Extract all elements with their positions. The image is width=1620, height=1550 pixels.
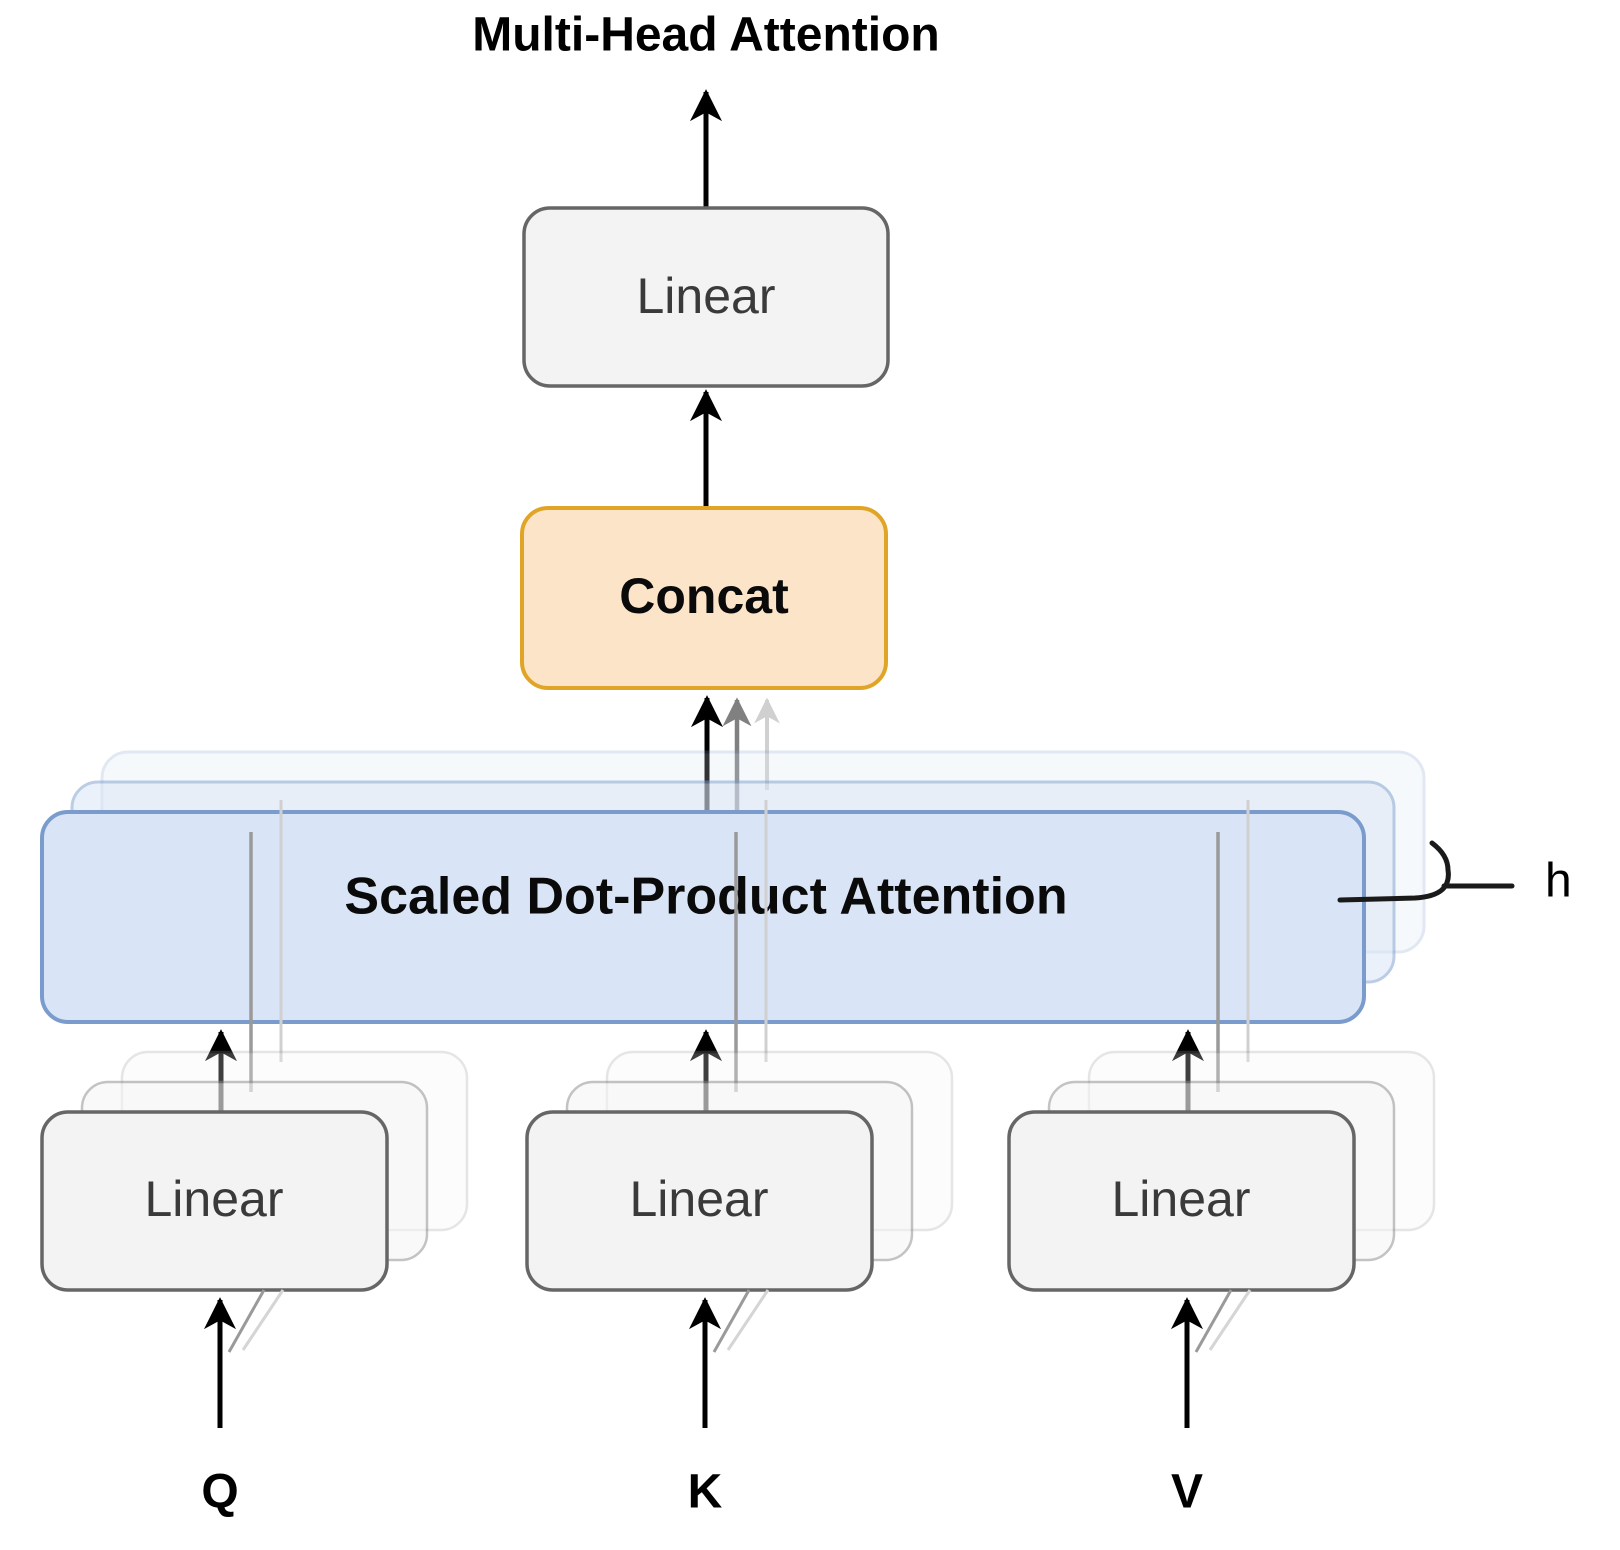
concat-box[interactable] bbox=[520, 506, 888, 690]
arrow-q-branch-2 bbox=[227, 1289, 266, 1353]
linear-q-box-layer-1[interactable] bbox=[40, 1110, 389, 1292]
linear-q-label: Linear bbox=[145, 1171, 284, 1227]
arrow-q-branch-3 bbox=[241, 1289, 285, 1351]
page-title: Multi-Head Attention bbox=[472, 9, 939, 62]
node-linear-q-stack[interactable]: Linear bbox=[40, 1050, 469, 1292]
attention-box-layer-1[interactable] bbox=[40, 810, 1366, 1024]
attention-label: Scaled Dot-Product Attention bbox=[344, 868, 1067, 926]
linear-k-label: Linear bbox=[630, 1171, 769, 1227]
input-label-value: V bbox=[1171, 1466, 1203, 1519]
concat-label: Concat bbox=[619, 568, 789, 624]
arrow-k-branch-3 bbox=[726, 1289, 770, 1351]
input-arrows-key bbox=[688, 1289, 770, 1428]
node-linear-v-stack[interactable]: Linear bbox=[1007, 1050, 1436, 1292]
output-linear-box[interactable] bbox=[522, 206, 890, 388]
linear-k-box-layer-1[interactable] bbox=[525, 1110, 874, 1292]
brace-curve bbox=[1337, 840, 1451, 903]
linear-v-label: Linear bbox=[1112, 1171, 1251, 1227]
node-linear-k-stack[interactable]: Linear bbox=[525, 1050, 954, 1292]
heads-count-label: h bbox=[1545, 855, 1572, 908]
arrow-v-branch-3 bbox=[1208, 1289, 1252, 1351]
input-arrows-value bbox=[1170, 1289, 1252, 1428]
input-arrows-query bbox=[203, 1289, 285, 1428]
linear-v-box-layer-1[interactable] bbox=[1007, 1110, 1356, 1292]
heads-brace-annotation: h bbox=[1337, 840, 1572, 908]
input-label-query: Q bbox=[201, 1466, 238, 1519]
input-label-key: K bbox=[688, 1466, 723, 1519]
output-linear-label: Linear bbox=[637, 268, 776, 324]
node-output-linear[interactable]: Linear bbox=[522, 206, 890, 388]
arrow-v-branch-2 bbox=[1194, 1289, 1233, 1353]
node-concat[interactable]: Concat bbox=[520, 506, 888, 690]
arrow-k-branch-2 bbox=[712, 1289, 751, 1353]
node-attention-stack[interactable]: Scaled Dot-Product Attention bbox=[40, 750, 1426, 1024]
